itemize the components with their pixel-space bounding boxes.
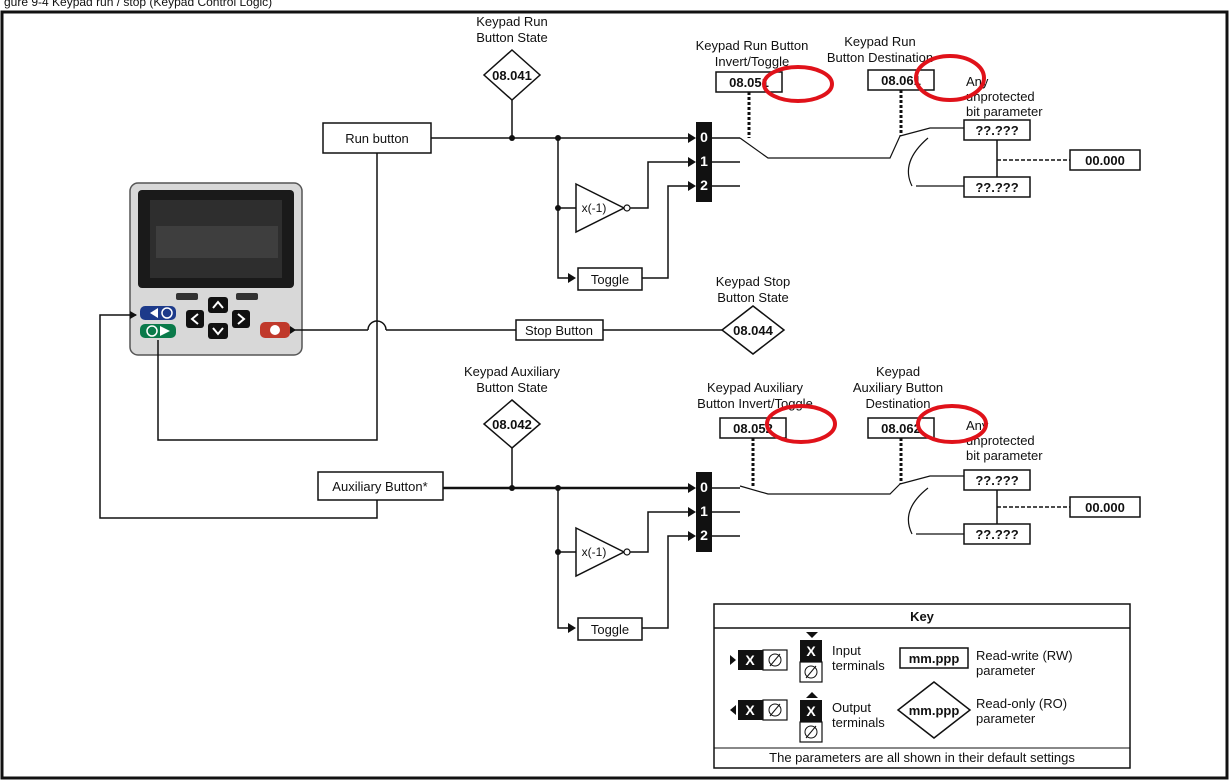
svg-text:mm.ppp: mm.ppp xyxy=(909,651,960,666)
svg-text:X: X xyxy=(806,643,816,659)
aux-selector-bar xyxy=(696,472,712,552)
svg-text:1: 1 xyxy=(700,503,708,519)
svg-text:2: 2 xyxy=(700,177,708,193)
figure-caption: gure 9-4 Keypad run / stop (Keypad Contr… xyxy=(4,0,272,9)
key-ro-diamond xyxy=(896,681,972,739)
aux-toggle-label: Toggle xyxy=(591,622,629,637)
aux-state-label: Keypad Auxiliary xyxy=(464,364,561,379)
svg-text:terminals: terminals xyxy=(832,658,885,673)
aux-button-box xyxy=(317,471,444,501)
svg-text:X: X xyxy=(745,652,755,668)
svg-text:Destination: Destination xyxy=(865,396,930,411)
run-invert-triangle xyxy=(575,182,626,234)
run-state-param: 08.041 xyxy=(492,68,532,83)
stop-arrow-icon xyxy=(290,326,296,334)
svg-text:unprotected: unprotected xyxy=(966,433,1035,448)
svg-text:??.???: ??.??? xyxy=(975,473,1018,488)
svg-text:Button Invert/Toggle: Button Invert/Toggle xyxy=(697,396,813,411)
svg-text:2: 2 xyxy=(700,527,708,543)
annotation-circle xyxy=(762,65,834,103)
run-state-label: Keypad Run xyxy=(476,14,548,29)
run-button-label: Run button xyxy=(345,131,409,146)
aux-invert-param: 08.052 xyxy=(733,421,773,436)
run-out-c xyxy=(1069,149,1141,171)
run-forward-reverse-key-icon[interactable] xyxy=(140,306,176,320)
stop-state-param: 08.044 xyxy=(733,323,774,338)
svg-text:Read-write (RW): Read-write (RW) xyxy=(976,648,1073,663)
aux-invert-triangle xyxy=(575,526,626,578)
svg-text:Output: Output xyxy=(832,700,871,715)
svg-text:0: 0 xyxy=(700,129,708,145)
svg-text:Button State: Button State xyxy=(717,290,789,305)
svg-text:unprotected: unprotected xyxy=(966,89,1035,104)
run-toggle-box xyxy=(577,267,643,291)
run-selector-bar xyxy=(696,122,712,202)
run-invert-param-label: Keypad Run Button xyxy=(696,38,809,53)
svg-text:Button State: Button State xyxy=(476,30,548,45)
svg-text:??.???: ??.??? xyxy=(975,527,1018,542)
run-toggle-label: Toggle xyxy=(591,272,629,287)
svg-text:bit parameter: bit parameter xyxy=(966,448,1043,463)
key-rw-box xyxy=(899,647,969,669)
aux-button-label: Auxiliary Button* xyxy=(332,479,427,494)
diagram-frame xyxy=(0,10,1229,780)
svg-text:X: X xyxy=(745,702,755,718)
svg-text:00.000: 00.000 xyxy=(1085,153,1125,168)
aux-invert-param-label: Keypad Auxiliary xyxy=(707,380,804,395)
aux-dest-label: Keypad xyxy=(876,364,920,379)
stop-button-label: Stop Button xyxy=(525,323,593,338)
svg-text:??.???: ??.??? xyxy=(975,123,1018,138)
key-legend: Key X X Input terminals mm.ppp Read-writ… xyxy=(713,603,1131,769)
svg-text:terminals: terminals xyxy=(832,715,885,730)
svg-text:X: X xyxy=(806,703,816,719)
svg-text:1: 1 xyxy=(700,153,708,169)
aux-out-c xyxy=(1069,496,1141,518)
run-channel: Keypad Run Button State 08.041 Run butto… xyxy=(322,14,1141,291)
stop-key-icon[interactable] xyxy=(260,322,290,338)
stop-button-box xyxy=(515,319,604,341)
svg-text:bit parameter: bit parameter xyxy=(966,104,1043,119)
stop-channel: Keypad Stop Button State Stop Button 08.… xyxy=(515,274,790,355)
run-invert-param: 08.051 xyxy=(729,75,769,90)
svg-text:00.000: 00.000 xyxy=(1085,500,1125,515)
svg-text:Auxiliary Button: Auxiliary Button xyxy=(853,380,943,395)
key-title: Key xyxy=(910,609,935,624)
annotation-circle xyxy=(914,54,986,102)
annotation-circles xyxy=(762,54,988,444)
aux-toggle-box xyxy=(577,617,643,641)
svg-text:mm.ppp: mm.ppp xyxy=(909,703,960,718)
aux-dest-param: 08.062 xyxy=(881,421,921,436)
svg-text:parameter: parameter xyxy=(976,663,1036,678)
annotation-circle xyxy=(916,404,988,444)
aux-state-param: 08.042 xyxy=(492,417,532,432)
annotation-circle xyxy=(765,404,837,444)
key-footer: The parameters are all shown in their de… xyxy=(769,750,1075,765)
run-invert-label: x(-1) xyxy=(582,201,607,215)
aux-channel: Keypad Auxiliary Button State 08.042 Aux… xyxy=(317,364,1141,641)
arrow-keys-icon[interactable] xyxy=(186,297,250,339)
svg-text:??.???: ??.??? xyxy=(975,180,1018,195)
svg-text:Invert/Toggle: Invert/Toggle xyxy=(715,54,789,69)
svg-text:parameter: parameter xyxy=(976,711,1036,726)
aux-invert-label: x(-1) xyxy=(582,545,607,559)
stop-state-diamond xyxy=(720,305,786,355)
run-key-icon[interactable] xyxy=(140,324,176,338)
aux-arrow-icon xyxy=(130,311,137,319)
run-dest-param: 08.061 xyxy=(881,73,921,88)
run-button-box xyxy=(322,122,432,154)
svg-text:Read-only (RO): Read-only (RO) xyxy=(976,696,1067,711)
run-dest-label: Keypad Run xyxy=(844,34,916,49)
stop-state-label: Keypad Stop xyxy=(716,274,790,289)
keypad-wiring xyxy=(99,148,722,519)
svg-text:Button State: Button State xyxy=(476,380,548,395)
svg-text:0: 0 xyxy=(700,479,708,495)
svg-text:Input: Input xyxy=(832,643,861,658)
svg-text:Button Destination: Button Destination xyxy=(827,50,933,65)
